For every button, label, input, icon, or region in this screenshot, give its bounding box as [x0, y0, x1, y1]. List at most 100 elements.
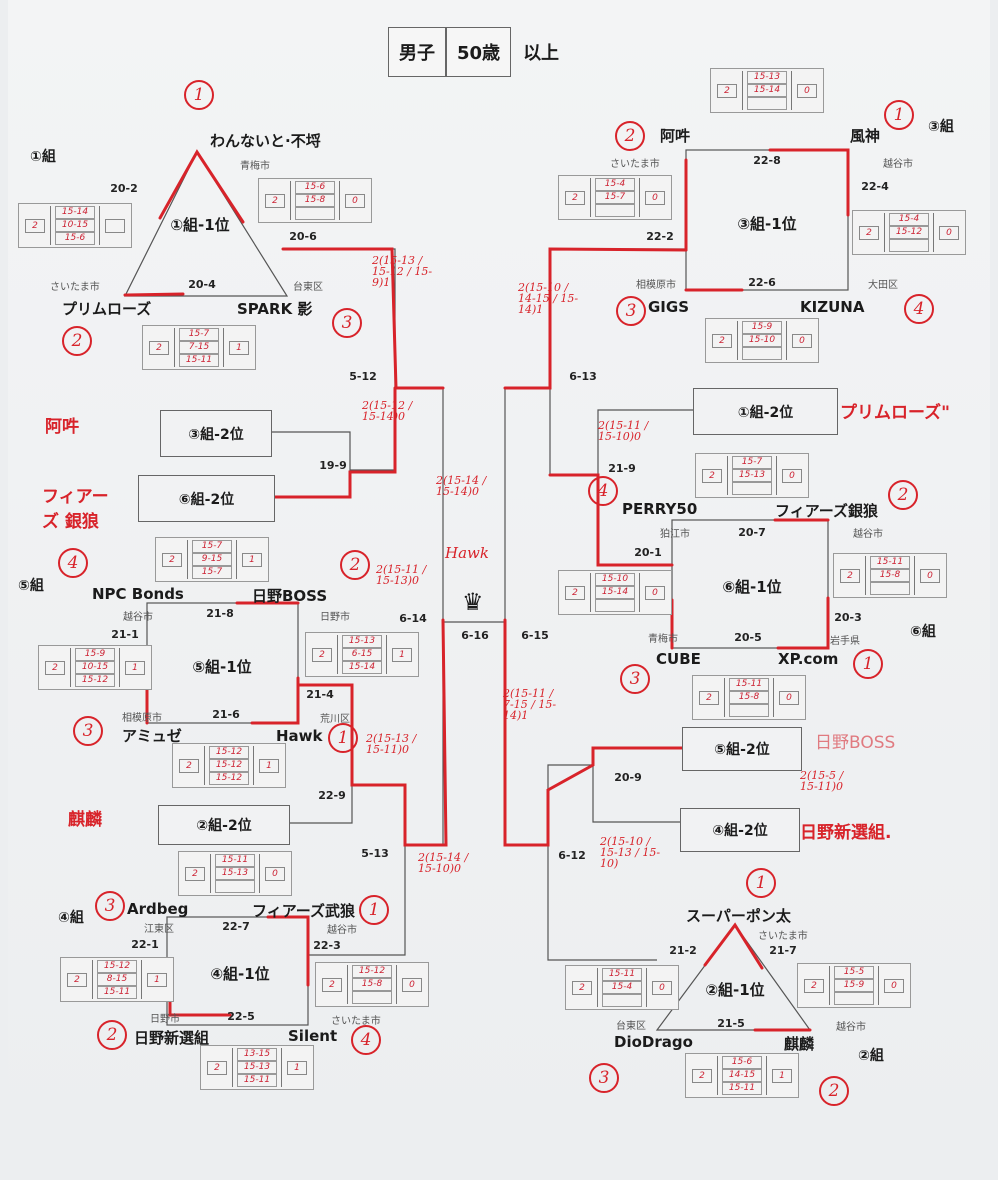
set-score: 9-15: [192, 553, 232, 566]
set-score: [834, 992, 874, 1005]
rank-circle: 1: [884, 100, 914, 130]
set-score: [747, 97, 787, 110]
set-score: [352, 991, 392, 1004]
match-code: 20-1: [634, 546, 662, 559]
winner-highlight: [703, 922, 764, 970]
rank-circle: 2: [97, 1020, 127, 1050]
set-score: 15-4: [889, 213, 929, 226]
handwritten-team-name: プリムローズ": [840, 403, 951, 423]
handwritten-score: 2(15-11 / 7-15 / 15-14)1: [503, 687, 557, 722]
group-winner-slot: ④組-1位: [210, 965, 270, 983]
set-score: 15-10: [595, 573, 635, 586]
set-score: 15-11: [729, 678, 769, 691]
set-score: [595, 204, 635, 217]
set-score: 15-6: [295, 181, 335, 194]
team-name: SPARK 影: [237, 300, 313, 318]
match-code: 22-5: [227, 1010, 255, 1023]
rank-circle: 1: [328, 723, 358, 753]
set-score: 15-9: [742, 321, 782, 334]
sets-won-left: 2: [804, 978, 824, 993]
title-suffix: 以上: [523, 43, 560, 64]
winner-highlight: [281, 247, 445, 390]
rank-circle: 4: [351, 1025, 381, 1055]
match-code: 21-7: [769, 944, 797, 957]
match-code: 20-6: [289, 230, 317, 243]
handwritten-team-name: 日野新選組.: [800, 823, 892, 843]
rank-circle: 1: [853, 649, 883, 679]
set-score: [732, 482, 772, 495]
team-name: KIZUNA: [800, 298, 865, 316]
handwritten-champion: Hawk: [445, 544, 489, 562]
team-name: GIGS: [648, 298, 690, 316]
sets-won-right: 0: [779, 690, 799, 705]
handwritten-score: 2(15-14 / 15-14)0: [436, 474, 487, 498]
sets-won-right: 1: [242, 552, 262, 567]
handwritten-score: 2(15-13 / 15-11)0: [366, 732, 417, 756]
set-score: 15-14: [747, 84, 787, 97]
sets-won-right: 1: [229, 340, 249, 355]
sets-won-right: 1: [259, 758, 279, 773]
set-score: 15-11: [97, 986, 137, 999]
team-name: 麒麟: [784, 1035, 815, 1053]
winner-highlight: [503, 247, 688, 390]
team-city: 台東区: [293, 282, 323, 293]
group-label: ④組: [58, 910, 84, 926]
rank-circle: 4: [58, 548, 88, 578]
team-name: アミュゼ: [122, 727, 182, 745]
rank-circle: 3: [73, 716, 103, 746]
sets-won-right: 0: [797, 83, 817, 98]
set-score: 7-15: [179, 341, 219, 354]
team-city: 大田区: [868, 280, 898, 291]
rank-circle: 3: [589, 1063, 619, 1093]
rank-circle: 4: [904, 294, 934, 324]
rank-circle: 2: [62, 326, 92, 356]
sets-won-left: 2: [162, 552, 182, 567]
winner-highlight: [296, 618, 448, 847]
group-label: ⑥組: [910, 624, 936, 640]
title-age: 50歳: [446, 27, 512, 77]
match-code: 21-2: [669, 944, 697, 957]
handwritten-score: 2(15-13 / 15-12 / 15-9)1: [372, 254, 433, 289]
match-code: 6-15: [521, 629, 549, 642]
set-score: 15-7: [732, 456, 772, 469]
team-name: 阿吽: [660, 127, 691, 145]
sets-won-left: 2: [859, 225, 879, 240]
winner-highlight: [503, 618, 684, 847]
handwritten-team-name: フィアーズ 銀狼: [42, 487, 109, 532]
group1-triangle: [124, 150, 289, 297]
group-label: ②組: [858, 1048, 884, 1064]
set-score: 15-11: [215, 854, 255, 867]
team-city: 青梅市: [240, 161, 270, 172]
sets-won-left: 2: [25, 218, 45, 233]
division-title: 男子 50歳 以上: [388, 27, 571, 77]
set-score: 15-14: [595, 586, 635, 599]
match-code: 20-4: [188, 278, 216, 291]
bracket-slot: ④組-2位: [680, 808, 800, 852]
team-name: プリムローズ: [62, 300, 152, 318]
team-name: CUBE: [656, 650, 701, 668]
team-city: 江東区: [144, 924, 174, 935]
team-name: 日野新選組: [134, 1029, 210, 1047]
match-code: 21-1: [111, 628, 139, 641]
set-score: 15-7: [179, 328, 219, 341]
set-score: 15-6: [722, 1056, 762, 1069]
rank-circle: 3: [95, 891, 125, 921]
team-city: 越谷市: [123, 612, 153, 623]
set-score: 15-13: [215, 867, 255, 880]
sets-won-left: 2: [207, 1060, 227, 1075]
winner-highlight: [158, 149, 245, 224]
group-label: ⑤組: [18, 578, 44, 594]
winner-highlight: [776, 596, 830, 650]
